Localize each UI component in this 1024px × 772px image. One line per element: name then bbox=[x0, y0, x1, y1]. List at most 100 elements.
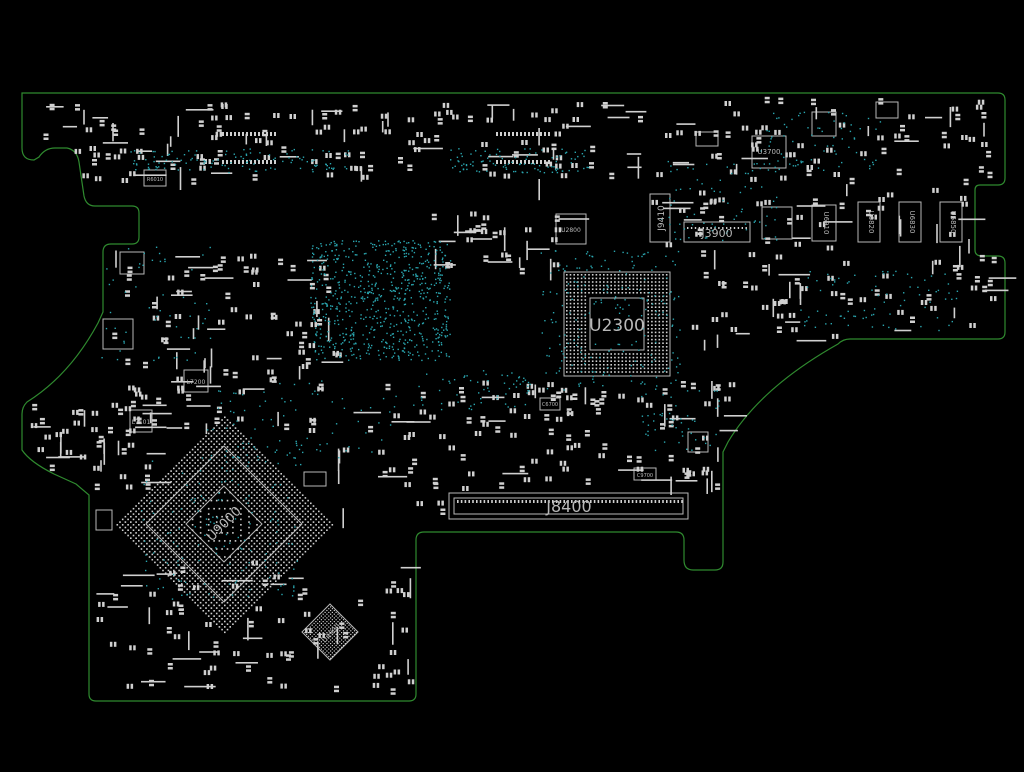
component-pad bbox=[267, 556, 269, 558]
component-pad bbox=[768, 264, 770, 276]
via-dot bbox=[648, 292, 651, 294]
component-pad bbox=[531, 390, 535, 396]
via-dot bbox=[354, 296, 356, 298]
via-dot bbox=[550, 272, 552, 274]
component-pad bbox=[146, 499, 148, 502]
component-pad bbox=[210, 612, 213, 615]
component-pad bbox=[936, 224, 938, 244]
via-dot bbox=[395, 323, 398, 326]
component-pad bbox=[353, 411, 382, 414]
component-pad bbox=[223, 373, 229, 376]
component-pad bbox=[202, 475, 205, 478]
component-pad bbox=[214, 421, 220, 424]
component-pad bbox=[229, 626, 231, 628]
component-pad bbox=[573, 349, 575, 352]
via-dot bbox=[603, 371, 606, 374]
component-pad bbox=[202, 593, 205, 596]
via-dot bbox=[553, 166, 555, 168]
component-pad bbox=[213, 507, 215, 510]
component-pad bbox=[647, 277, 649, 280]
component-pad bbox=[298, 349, 301, 355]
component-pad bbox=[335, 615, 337, 617]
via-dot bbox=[447, 285, 450, 287]
component-pad bbox=[564, 173, 568, 179]
via-dot bbox=[336, 245, 338, 247]
via-dot bbox=[133, 150, 136, 152]
component-pad bbox=[955, 117, 961, 121]
component-pad bbox=[226, 483, 229, 486]
component-pad bbox=[335, 652, 337, 654]
via-dot bbox=[438, 274, 440, 276]
via-dot bbox=[255, 170, 258, 172]
component-pad bbox=[312, 521, 315, 523]
component-pad bbox=[267, 534, 269, 537]
component-pad bbox=[566, 434, 572, 437]
component-pad bbox=[353, 630, 356, 632]
component-pad bbox=[264, 591, 266, 593]
component-pad bbox=[794, 278, 800, 281]
component-pad bbox=[346, 447, 350, 453]
component-pad bbox=[701, 470, 705, 476]
component-pad bbox=[319, 129, 323, 135]
via-dot bbox=[655, 341, 657, 344]
via-dot bbox=[632, 267, 634, 269]
component-pad bbox=[82, 173, 85, 179]
via-dot bbox=[745, 229, 748, 231]
via-dot bbox=[442, 257, 444, 259]
component-pad bbox=[213, 641, 219, 644]
via-dot bbox=[249, 159, 251, 162]
component-pad bbox=[224, 475, 226, 478]
component-pad bbox=[335, 641, 337, 643]
via-dot bbox=[335, 261, 337, 263]
via-dot bbox=[485, 373, 487, 376]
via-dot bbox=[579, 328, 581, 331]
via-dot bbox=[405, 289, 407, 291]
component-pad bbox=[154, 524, 156, 526]
component-pad bbox=[478, 431, 482, 436]
component-pad bbox=[197, 540, 199, 542]
via-dot bbox=[564, 289, 567, 291]
component-pad bbox=[280, 483, 282, 486]
component-pad bbox=[310, 518, 312, 521]
component-pad bbox=[658, 320, 661, 323]
component-pad bbox=[189, 532, 191, 534]
via-dot bbox=[376, 317, 378, 319]
via-dot bbox=[313, 312, 316, 314]
via-dot bbox=[618, 343, 621, 346]
component-pad bbox=[452, 445, 455, 451]
component-pad bbox=[164, 497, 167, 499]
component-pad bbox=[662, 288, 664, 290]
component-pad bbox=[588, 360, 590, 362]
via-dot bbox=[353, 334, 355, 336]
component-pad bbox=[339, 615, 341, 617]
component-pad bbox=[83, 410, 86, 427]
component-pad bbox=[205, 601, 207, 604]
component-pad bbox=[207, 443, 210, 445]
component-pad bbox=[191, 513, 194, 515]
via-dot bbox=[354, 272, 356, 275]
component-pad bbox=[272, 481, 274, 483]
component-pad bbox=[932, 187, 935, 193]
via-dot bbox=[446, 243, 448, 246]
component-pad bbox=[184, 422, 190, 426]
component-pad bbox=[256, 524, 258, 526]
via-dot bbox=[628, 304, 630, 306]
via-dot bbox=[313, 310, 315, 312]
component-pad bbox=[651, 299, 653, 301]
component-pad bbox=[178, 558, 180, 561]
component-pad bbox=[218, 610, 221, 612]
via-dot bbox=[587, 166, 590, 169]
component-pad bbox=[186, 567, 188, 569]
component-pad bbox=[603, 274, 605, 276]
via-dot bbox=[439, 249, 441, 251]
via-dot bbox=[318, 267, 321, 269]
component-pad bbox=[213, 491, 215, 494]
component-pad bbox=[49, 464, 55, 468]
component-pad bbox=[93, 465, 96, 471]
via-dot bbox=[415, 273, 417, 275]
component-pad bbox=[194, 564, 196, 566]
component-pad bbox=[647, 328, 649, 330]
component-pad bbox=[283, 550, 285, 553]
component-pad bbox=[156, 505, 159, 507]
